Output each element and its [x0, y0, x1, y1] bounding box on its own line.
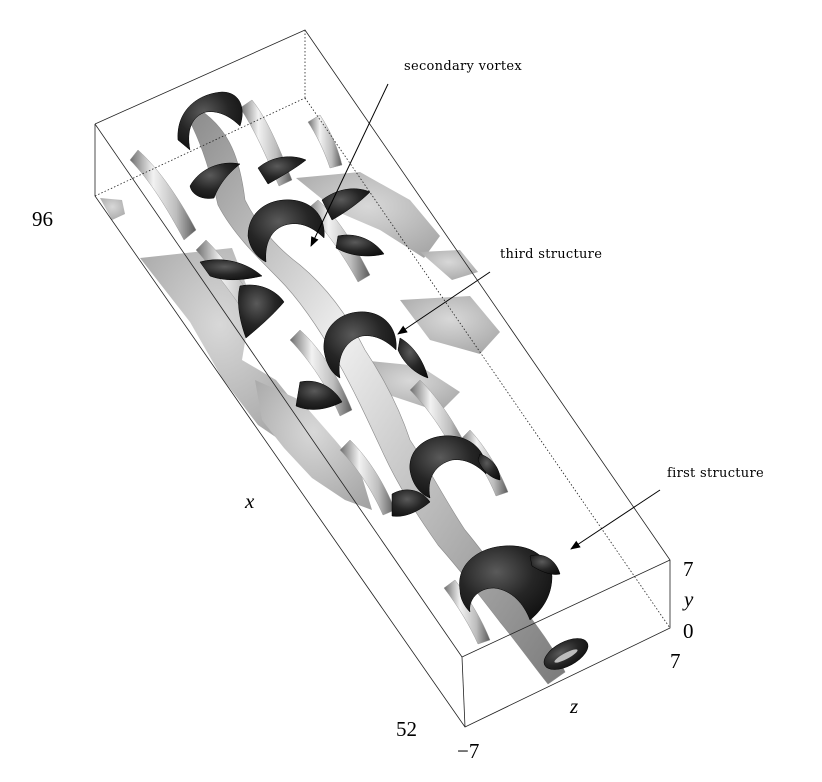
tube-end-highlight — [554, 649, 578, 663]
secondary-vortex-label: secondary vortex — [404, 59, 522, 74]
x-tick-max: 96 — [32, 207, 53, 231]
third-structure-arrow — [397, 271, 491, 335]
y-axis-label: y — [682, 587, 694, 611]
z-axis-label: z — [569, 694, 578, 718]
dark-vortex-structures — [177, 91, 589, 670]
first-structure-arrow — [570, 489, 661, 550]
y-tick-max: 7 — [683, 557, 694, 581]
bounding-box — [94, 29, 671, 728]
x-axis-label: x — [244, 489, 255, 513]
x-tick-min: 52 — [396, 717, 417, 741]
y-tick-min: 0 — [683, 619, 694, 643]
first-structure-label: first structure — [667, 466, 764, 481]
annotation-arrows — [310, 83, 661, 550]
z-tick-min: −7 — [457, 739, 479, 763]
z-tick-max: 7 — [670, 649, 681, 673]
third-structure-label: third structure — [500, 247, 602, 262]
primary-vortex-tube — [187, 109, 566, 685]
secondary-vortex-arrow — [310, 83, 389, 247]
